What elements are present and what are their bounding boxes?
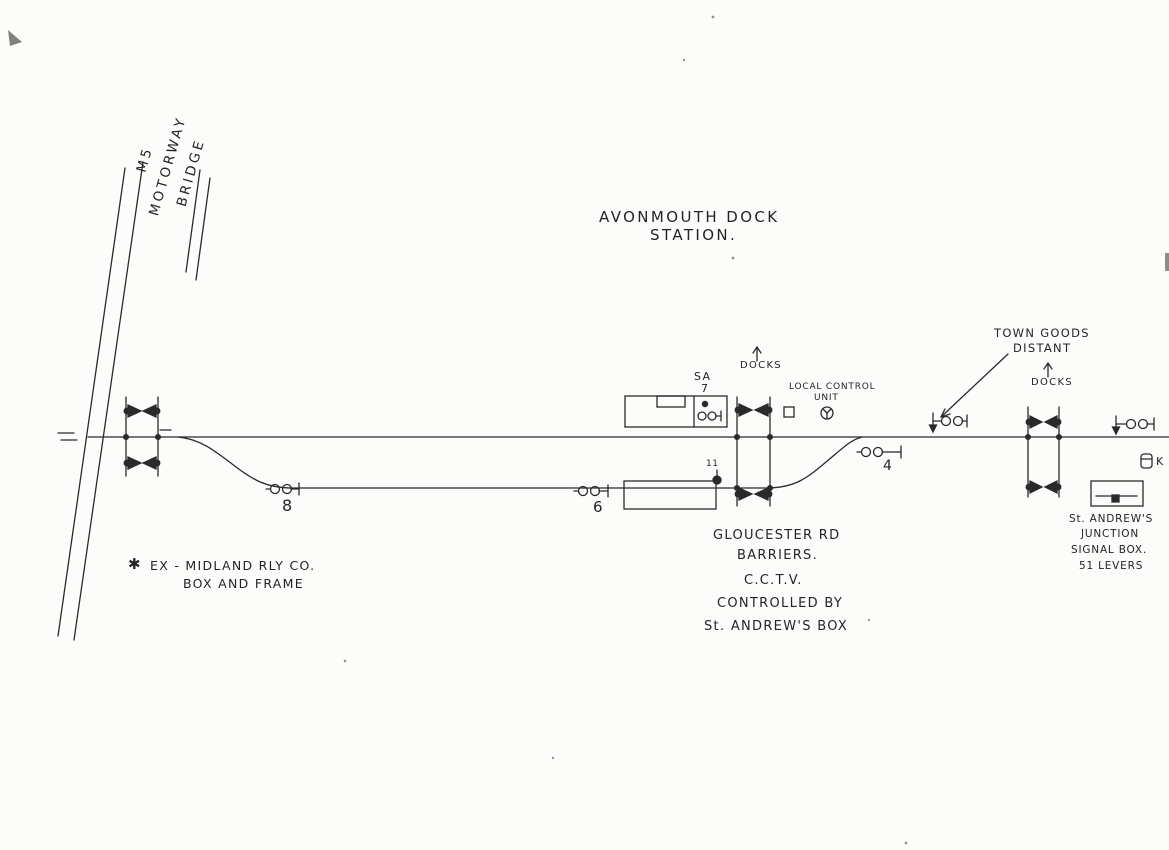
scan-artifacts xyxy=(8,15,1169,845)
main-track-line xyxy=(57,429,1169,441)
page-title-line2: STATION. xyxy=(650,226,738,244)
town-goods-pointer-arrow xyxy=(940,353,1009,418)
local-control-unit-label-line1: LOCAL CONTROL xyxy=(789,382,876,392)
town-goods-distant-label-line1: TOWN GOODS xyxy=(994,326,1090,340)
lower-platform-building xyxy=(623,480,717,510)
st-andrews-note-line2: JUNCTION xyxy=(1081,528,1139,540)
signal-7-label: 7 xyxy=(701,382,710,395)
ex-midland-note-line1: EX - MIDLAND RLY CO. xyxy=(150,558,316,573)
right-distant-signal-icon xyxy=(1111,415,1155,436)
k-post-label: K xyxy=(1156,455,1165,468)
gloucester-note-line3: C.C.T.V. xyxy=(744,573,803,588)
signal-sa-label: SA xyxy=(694,370,712,383)
local-control-unit-icon xyxy=(783,406,834,420)
st-andrews-note-line1: St. ANDREW'S xyxy=(1069,513,1154,525)
page-title-line1: AVONMOUTH DOCK xyxy=(599,208,780,226)
town-goods-distant-label-line2: DISTANT xyxy=(1013,341,1072,355)
gloucester-note-line2: BARRIERS. xyxy=(737,548,819,563)
signal-6-label: 6 xyxy=(593,498,604,516)
gloucester-note-line1: GLOUCESTER RD xyxy=(713,528,841,543)
signal-11-label: 11 xyxy=(706,459,719,469)
m5-bridge-lines xyxy=(57,161,211,641)
signal-8-icon xyxy=(265,482,300,496)
st-andrews-note-line4: 51 LEVERS xyxy=(1079,560,1144,572)
station-building xyxy=(624,395,728,428)
k-post-icon xyxy=(1140,453,1153,469)
st-andrews-signal-box-icon xyxy=(1090,480,1144,507)
docks-label-right: DOCKS xyxy=(1031,377,1073,388)
local-control-unit-label-line2: UNIT xyxy=(814,393,839,403)
loop-track-line xyxy=(177,436,863,489)
gloucester-note-line5: St. ANDREW'S BOX xyxy=(704,619,849,634)
signal-4-icon xyxy=(856,445,902,459)
gloucester-rd-crossing-gates-icon xyxy=(733,396,774,507)
signal-7-icon xyxy=(697,400,722,422)
signal-6-icon xyxy=(573,484,609,498)
docks-label-left: DOCKS xyxy=(740,360,782,371)
asterisk-icon: ✱ xyxy=(128,555,142,573)
docks-up-arrow-right xyxy=(1043,362,1053,378)
shunt-signal-11-icon xyxy=(712,469,722,485)
gloucester-note-line4: CONTROLLED BY xyxy=(717,596,844,611)
town-goods-distant-signal-icon xyxy=(928,412,968,434)
signal-4-label: 4 xyxy=(883,458,894,474)
signal-8-label: 8 xyxy=(282,496,294,515)
st-andrews-crossing-gates-icon xyxy=(1024,406,1063,498)
st-andrews-note-line3: SIGNAL BOX. xyxy=(1071,544,1148,556)
ex-midland-note-line2: BOX AND FRAME xyxy=(183,576,304,591)
left-level-crossing-gates-icon xyxy=(122,396,162,477)
docks-up-arrow-left xyxy=(752,346,762,362)
